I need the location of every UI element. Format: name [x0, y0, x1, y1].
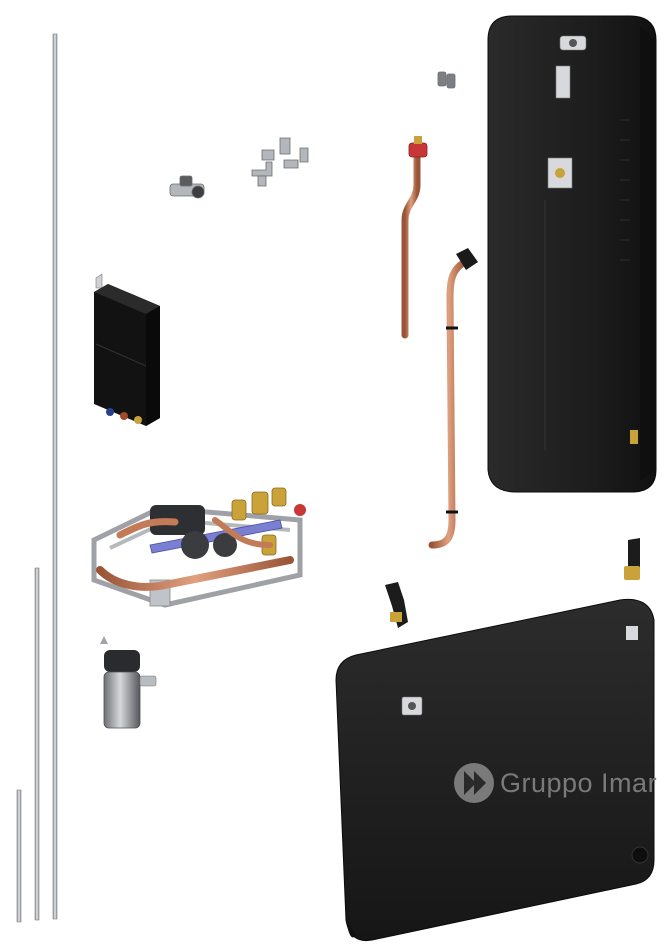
steel-rod-icon	[16, 33, 58, 923]
copper-pipe-icon	[428, 248, 478, 549]
copper-pipe-icon	[401, 136, 428, 339]
double-chevron-logo-icon	[454, 763, 494, 803]
hydraulic-pump-module-icon	[91, 487, 306, 608]
pipe-fittings-icon	[385, 538, 640, 628]
electronic-control-box-icon	[94, 273, 160, 426]
pipe-fittings-icon	[169, 71, 456, 199]
brand-name: Gruppo Imar	[500, 768, 657, 798]
tall-water-tank-icon	[487, 15, 657, 493]
filter-pump-icon	[100, 636, 157, 729]
flat-water-tank-icon: Gruppo Imar	[335, 598, 657, 942]
